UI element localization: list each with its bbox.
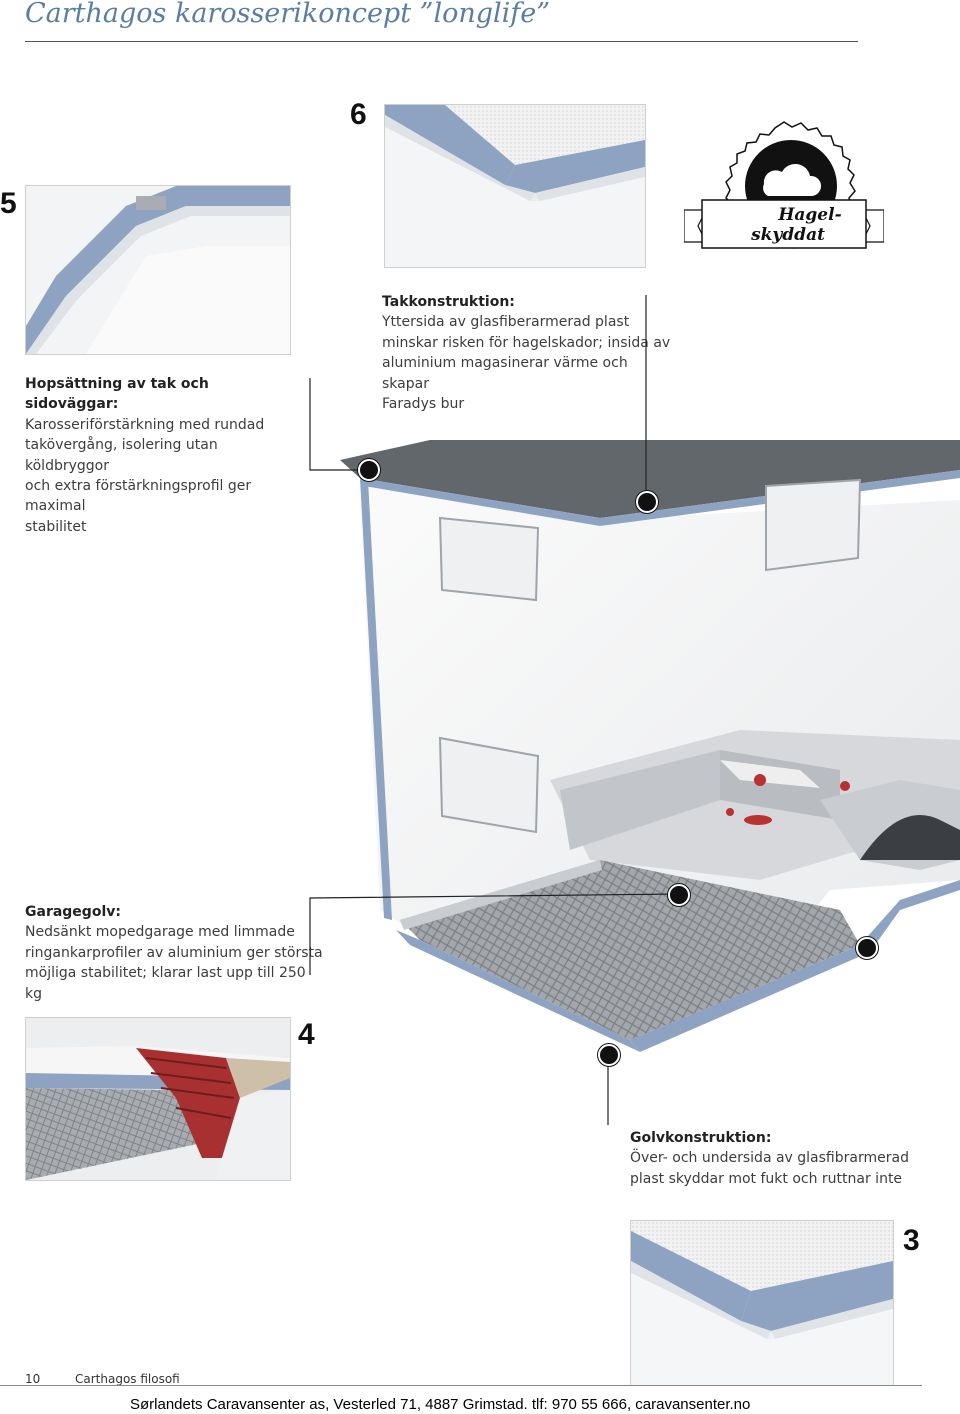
section-name: Carthagos filosofi: [75, 1372, 180, 1386]
page-title: Carthagos karosserikoncept ”longlife”: [25, 0, 551, 29]
roof-line-2: minskar risken för hagelskador; insida a…: [382, 334, 671, 351]
callout-marker-floor: [598, 1044, 620, 1066]
number-5: 5: [0, 187, 17, 220]
roof-line-4: Faradys bur: [382, 396, 465, 413]
garage-heading: Garagegolv:: [25, 904, 121, 920]
roof-caption: Takkonstruktion: Yttersida av glasfibera…: [382, 292, 672, 414]
page-number: 10: [25, 1372, 41, 1386]
garage-line-3: möjliga stabilitet; klarar last upp till…: [25, 965, 306, 1002]
dealer-info: Sørlandets Caravansenter as, Vesterled 7…: [130, 1396, 751, 1413]
badge-line-1: Hagel-: [777, 205, 841, 225]
callout-marker-assembly: [358, 459, 380, 481]
assembly-line-2: takövergång, isolering utan köldbryggor: [25, 437, 218, 474]
number-6: 6: [350, 98, 367, 131]
roof-sandwich-image: [384, 104, 646, 268]
footer-rule: [0, 1385, 922, 1386]
garage-caption: Garagegolv: Nedsänkt mopedgarage med lim…: [25, 902, 325, 1004]
number-3: 3: [903, 1224, 920, 1257]
assembly-line-1: Karosseriförstärkning med rundad: [25, 416, 265, 433]
floor-heading: Golvkonstruktion:: [630, 1130, 772, 1146]
roof-heading: Takkonstruktion:: [382, 294, 515, 310]
roof-line-1: Yttersida av glasfiberarmerad plast: [382, 314, 630, 331]
floor-line-2: plast skyddar mot fukt och ruttnar inte: [630, 1170, 903, 1187]
assembly-line-3: och extra förstärkningsprofil ger maxima…: [25, 478, 252, 515]
title-rule: [25, 41, 858, 42]
floor-sandwich-image: [630, 1220, 894, 1386]
assembly-caption: Hopsättning av tak och sidoväggar: Karos…: [25, 374, 305, 537]
callout-marker-garage: [668, 884, 690, 906]
callout-marker-roof: [636, 491, 658, 513]
roof-wall-junction-image: [25, 185, 291, 355]
garage-line-1: Nedsänkt mopedgarage med limmade: [25, 924, 295, 941]
hail-cloud-icon: [763, 163, 822, 196]
number-4: 4: [298, 1018, 315, 1051]
garage-line-2: ringankarprofiler av aluminium ger störs…: [25, 944, 323, 961]
vehicle-cutaway-illustration: [340, 440, 960, 1052]
floor-line-1: Över- och undersida av glasfibrarmerad: [630, 1150, 909, 1167]
assembly-line-4: stabilitet: [25, 518, 87, 535]
roof-line-3: aluminium magasinerar värme och skapar: [382, 355, 628, 392]
callout-marker-garage-2: [856, 937, 878, 959]
badge-line-2: skyddat: [750, 225, 825, 245]
garage-profile-image: [25, 1017, 291, 1181]
floor-caption: Golvkonstruktion: Över- och undersida av…: [630, 1128, 930, 1189]
assembly-heading: Hopsättning av tak och sidoväggar:: [25, 376, 209, 413]
roof-sandwich-illustration: [385, 105, 645, 267]
hail-protection-badge: Hagel- skyddat: [683, 114, 885, 284]
